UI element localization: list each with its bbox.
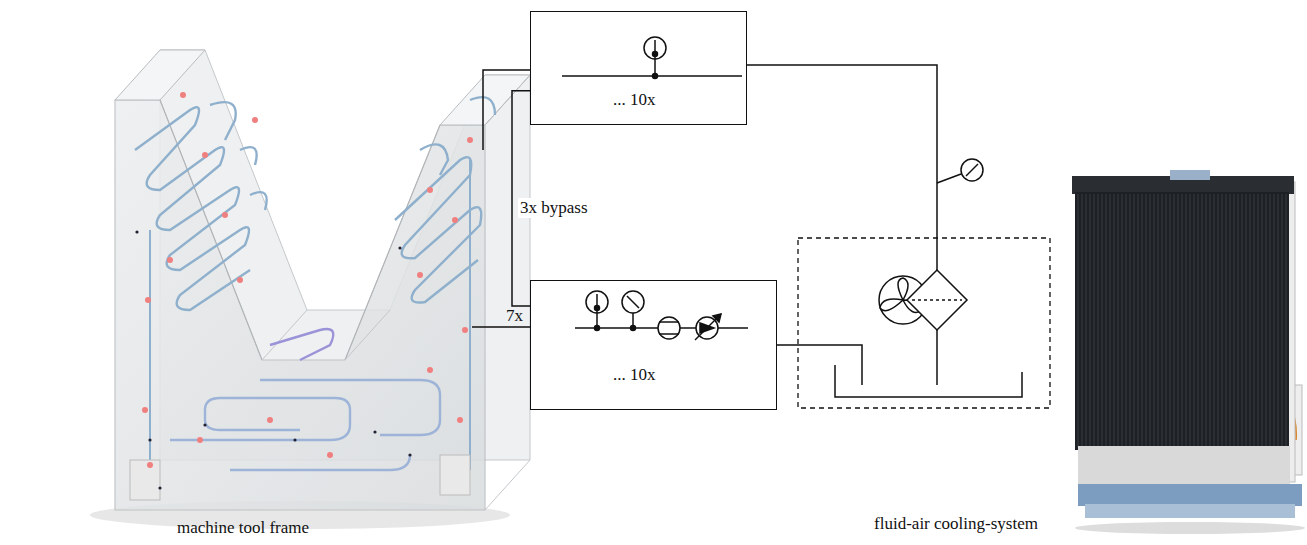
count-text: ... 10x: [613, 90, 656, 110]
sensor-line-symbols: [575, 291, 748, 340]
part-name: fluid-air cooling-system: [874, 514, 1038, 534]
part-name: machine tool frame: [177, 518, 309, 538]
supply-wire: [483, 70, 530, 150]
supply-pipe: [747, 65, 937, 270]
temperature-sensor-symbol: [562, 37, 742, 79]
cooling-boundary: [798, 238, 1050, 408]
process-box: ... 10x: [530, 280, 777, 410]
process-box: ... 10x: [530, 11, 747, 125]
return-wire: [472, 326, 530, 328]
pressure-gauge-symbol: [937, 159, 983, 183]
count-label: 7x: [506, 306, 523, 326]
count-text: ... 10x: [613, 365, 656, 385]
fan-heat-exchanger-symbol: [835, 270, 1022, 397]
cooling-unit-photo: [1072, 170, 1305, 534]
return-pipe: [777, 345, 862, 385]
edge-label: 3x bypass: [518, 198, 590, 218]
machine-frame-drawing: [90, 50, 530, 529]
